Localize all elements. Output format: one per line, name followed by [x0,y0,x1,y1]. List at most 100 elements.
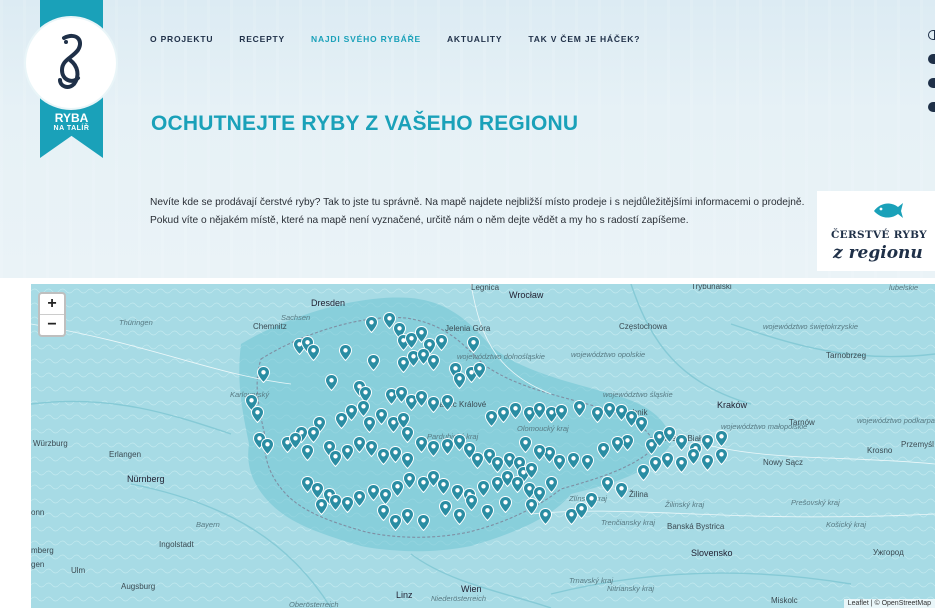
fish-seller-marker[interactable] [573,400,586,417]
fish-seller-marker[interactable] [473,362,486,379]
fish-seller-marker[interactable] [441,438,454,455]
fish-seller-marker[interactable] [367,354,380,371]
fish-seller-marker[interactable] [715,448,728,465]
fish-seller-marker[interactable] [261,438,274,455]
fish-seller-marker[interactable] [377,448,390,465]
fish-seller-marker[interactable] [341,444,354,461]
fish-seller-marker[interactable] [715,430,728,447]
fish-seller-marker[interactable] [603,402,616,419]
fish-seller-marker[interactable] [435,334,448,351]
fish-seller-marker[interactable] [525,498,538,515]
fish-seller-marker[interactable] [365,440,378,457]
fish-seller-marker[interactable] [621,434,634,451]
fish-seller-marker[interactable] [625,410,638,427]
fish-seller-marker[interactable] [653,430,666,447]
fish-seller-marker[interactable] [377,504,390,521]
facebook-icon[interactable] [928,54,935,64]
fish-seller-marker[interactable] [415,436,428,453]
fish-seller-marker[interactable] [575,502,588,519]
fish-seller-marker[interactable] [389,446,402,463]
map-attribution[interactable]: Leaflet | © OpenStreetMap [843,599,935,608]
fish-seller-marker[interactable] [307,344,320,361]
fish-seller-marker[interactable] [427,470,440,487]
fish-seller-marker[interactable] [509,402,522,419]
fish-seller-marker[interactable] [471,452,484,469]
fish-seller-marker[interactable] [491,456,504,473]
fish-seller-marker[interactable] [503,452,516,469]
fish-seller-marker[interactable] [339,344,352,361]
nav-o-projektu[interactable]: O PROJEKTU [150,34,214,44]
fish-seller-marker[interactable] [701,454,714,471]
fish-seller-marker[interactable] [437,478,450,495]
fish-seller-marker[interactable] [397,412,410,429]
fish-seller-marker[interactable] [545,476,558,493]
fish-seller-marker[interactable] [525,462,538,479]
fish-seller-marker[interactable] [539,508,552,525]
fish-seller-marker[interactable] [257,366,270,383]
search-icon[interactable] [928,30,935,40]
fish-seller-marker[interactable] [615,404,628,421]
fish-seller-marker[interactable] [485,410,498,427]
fish-seller-marker[interactable] [427,396,440,413]
fish-seller-marker[interactable] [453,372,466,389]
fish-seller-marker[interactable] [453,434,466,451]
fish-seller-marker[interactable] [417,348,430,365]
fish-seller-marker[interactable] [451,484,464,501]
fish-seller-marker[interactable] [591,406,604,423]
fish-seller-marker[interactable] [555,404,568,421]
fish-seller-marker[interactable] [465,494,478,511]
fish-seller-marker[interactable] [427,440,440,457]
nav-najdi-sveho-rybare[interactable]: NAJDI SVÉHO RYBÁŘE [311,34,421,44]
youtube-icon[interactable] [928,102,935,112]
fish-seller-marker[interactable] [581,454,594,471]
fish-seller-marker[interactable] [501,470,514,487]
fish-seller-marker[interactable] [385,388,398,405]
fish-seller-marker[interactable] [585,492,598,509]
fish-seller-marker[interactable] [357,400,370,417]
fish-seller-marker[interactable] [467,336,480,353]
fish-seller-marker[interactable] [401,452,414,469]
fish-seller-marker[interactable] [615,482,628,499]
fish-seller-marker[interactable] [675,434,688,451]
fish-seller-marker[interactable] [645,438,658,455]
fish-seller-marker[interactable] [545,406,558,423]
fish-seller-marker[interactable] [427,354,440,371]
fish-seller-marker[interactable] [365,316,378,333]
fish-seller-marker[interactable] [363,416,376,433]
fish-seller-marker[interactable] [325,374,338,391]
fish-seller-marker[interactable] [663,426,676,443]
fish-seller-marker[interactable] [533,402,546,419]
fish-seller-marker[interactable] [533,444,546,461]
fish-seller-marker[interactable] [481,504,494,521]
fish-seller-marker[interactable] [661,452,674,469]
fish-seller-marker[interactable] [329,450,342,467]
fish-seller-marker[interactable] [635,416,648,433]
fish-seller-marker[interactable] [335,412,348,429]
fish-seller-marker[interactable] [401,508,414,525]
fish-seller-marker[interactable] [611,436,624,453]
fish-seller-marker[interactable] [597,442,610,459]
fish-seller-marker[interactable] [553,454,566,471]
fish-seller-marker[interactable] [395,386,408,403]
fish-seller-marker[interactable] [701,434,714,451]
fish-seller-marker[interactable] [511,476,524,493]
fish-seller-marker[interactable] [441,394,454,411]
fish-seller-marker[interactable] [383,312,396,329]
instagram-icon[interactable] [928,78,935,88]
fish-seller-marker[interactable] [477,480,490,497]
fish-seller-marker[interactable] [353,436,366,453]
fish-seller-marker[interactable] [345,404,358,421]
fish-seller-marker[interactable] [403,472,416,489]
fish-seller-marker[interactable] [375,408,388,425]
zoom-in-button[interactable]: + [40,294,64,315]
fish-seller-marker[interactable] [439,500,452,517]
fish-seller-marker[interactable] [417,514,430,531]
nav-tak-v-cem-je-hacek[interactable]: TAK V ČEM JE HÁČEK? [528,34,641,44]
fish-seller-marker[interactable] [391,480,404,497]
fish-seller-marker[interactable] [415,390,428,407]
fish-seller-marker[interactable] [637,464,650,481]
nav-recepty[interactable]: RECEPTY [239,34,286,44]
fish-seller-marker[interactable] [341,496,354,513]
fish-seller-marker[interactable] [315,498,328,515]
